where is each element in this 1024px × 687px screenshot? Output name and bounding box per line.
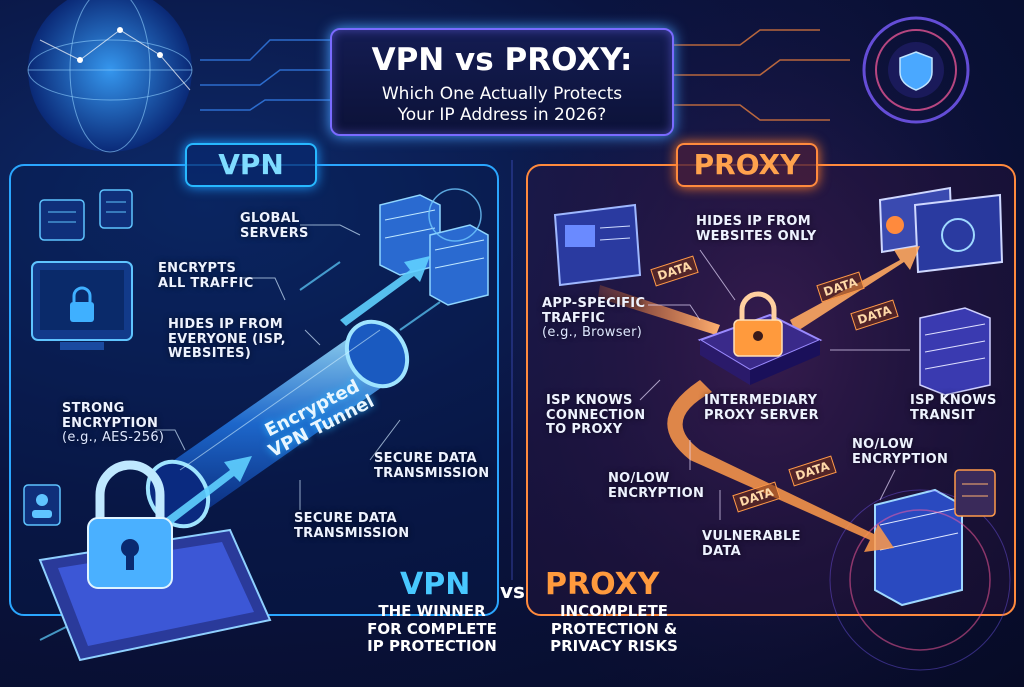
server-icon [379,188,489,306]
label-strong-encryption: StrongEncryption (e.g., AES-256) [62,401,165,446]
label-vulnerable-data: VulnerableData [702,529,801,559]
label-secure-data-transmission-1: Secure DataTransmission [374,451,490,481]
proxy-heading: PROXY [676,143,818,187]
document-icon [954,469,996,517]
user-card-icon [23,484,61,526]
label-app-specific-traffic: App-SpecificTraffic (e.g., Browser) [542,296,646,341]
padlock-icon [87,460,173,589]
document-icon [39,189,133,241]
vpn-heading: VPN [185,143,317,187]
title-main: VPN vs PROXY: [371,42,633,78]
browser-window-icon [553,186,1004,287]
label-global-servers: GlobalServers [240,211,309,241]
title-line-2: Your IP Address in 2026? [397,105,607,126]
monitor-icon [31,261,133,350]
verdict-vpn-text: The WinnerFor CompleteIP Protection [367,602,497,656]
label-no-low-encryption-left: No/LowEncryption [608,471,705,501]
label-hides-ip-websites-only: Hides IP FromWebsites Only [696,214,817,244]
verdict-vs: vs [500,579,525,603]
server-icon [829,307,1011,671]
padlock-icon [697,291,823,385]
verdict-proxy: PROXY [545,567,660,602]
label-isp-knows-transit: ISP KnowsTransit [910,393,997,423]
verdict-vpn: VPN [400,567,471,602]
label-no-low-encryption-right: No/LowEncryption [852,437,949,467]
label-hides-ip-everyone: Hides IP FromEveryone (ISP,Websites) [168,317,286,362]
title-line-1: Which One Actually Protects [381,84,623,104]
verdict-proxy-text: IncompleteProtection &Privacy Risks [550,602,678,656]
shield-icon [862,16,970,124]
label-secure-data-transmission-2: Secure DataTransmission [294,511,410,541]
label-intermediary-proxy-server: IntermediaryProxy Server [704,393,819,423]
title-subtitle: Which One Actually Protects Your IP Addr… [332,84,672,127]
globe-icon [27,0,193,153]
vpn-tunnel [145,319,410,529]
label-encrypts-all-traffic: EncryptsAll Traffic [158,261,254,291]
label-isp-knows-connection: ISP KnowsConnectionTo Proxy [546,393,646,438]
title-banner: VPN vs PROXY: Which One Actually Protect… [330,28,674,136]
